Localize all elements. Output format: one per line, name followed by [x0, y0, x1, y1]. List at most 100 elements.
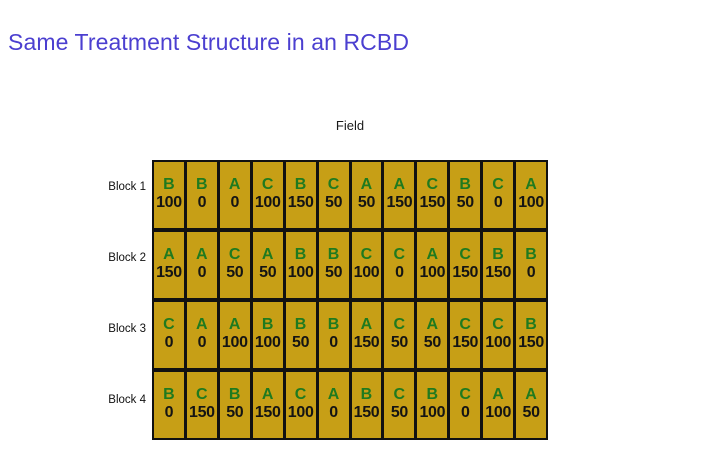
plot-treatment-label: A — [327, 386, 340, 403]
plot-dose-label: 100 — [287, 264, 314, 281]
plot-treatment-label: A — [393, 176, 406, 193]
plot-treatment-label: A — [228, 316, 241, 333]
plot-dose-label: 150 — [254, 404, 281, 421]
plot-dose-label: 150 — [386, 194, 413, 211]
plot-dose-label: 100 — [485, 334, 512, 351]
plot-treatment-label: A — [261, 386, 274, 403]
field-axis-label: Field — [335, 118, 365, 133]
plot-dose-label: 0 — [329, 334, 338, 351]
plot-treatment-label: A — [228, 176, 241, 193]
plot-treatment-label: B — [294, 176, 307, 193]
plot-treatment-label: C — [294, 386, 307, 403]
plot-treatment-label: A — [426, 316, 439, 333]
plot-treatment-label: B — [294, 316, 307, 333]
plot-treatment-label: A — [196, 246, 208, 263]
plot-treatment-label: B — [327, 246, 340, 263]
block-label-column: Block 1 Block 2 Block 3 Block 4 — [0, 0, 146, 464]
plot-treatment-label: B — [525, 316, 537, 333]
plot-treatment-label: B — [196, 176, 208, 193]
plot-dose-label: 100 — [419, 264, 446, 281]
plot-treatment-label: C — [360, 246, 373, 263]
plot-treatment-label: C — [163, 316, 175, 333]
plot-treatment-label: C — [459, 386, 472, 403]
plot-treatment-label: A — [426, 246, 439, 263]
plot-treatment-label: A — [360, 316, 373, 333]
block-label-3: Block 3 — [108, 323, 146, 335]
plot-treatment-label: A — [261, 246, 274, 263]
plot-dose-label: 0 — [230, 194, 240, 211]
page-title: Same Treatment Structure in an RCBD — [8, 29, 410, 55]
plot-dose-label: 150 — [419, 194, 446, 211]
plot-treatment-label: C — [492, 316, 505, 333]
block-label-4: Block 4 — [108, 394, 146, 406]
plot-dose-label: 150 — [287, 194, 314, 211]
plot-treatment-label: C — [492, 176, 505, 193]
plot-dose-label: 150 — [518, 334, 544, 351]
block-label-2: Block 2 — [108, 252, 146, 264]
plot-dose-label: 100 — [221, 334, 248, 351]
plot-treatment-label: B — [492, 246, 505, 263]
plot-dose-label: 50 — [390, 334, 409, 351]
plot-dose-label: 150 — [353, 334, 380, 351]
plot-dose-label: 150 — [156, 264, 182, 281]
plot-treatment-label: C — [196, 386, 208, 403]
plot-dose-label: 0 — [197, 334, 207, 351]
plot-dose-label: 150 — [353, 404, 380, 421]
plot-treatment-label: B — [294, 246, 307, 263]
plot-treatment-label: A — [492, 386, 505, 403]
plot-dose-label: 0 — [395, 264, 404, 281]
plot-dose-label: 50 — [423, 334, 442, 351]
plot-dose-label: 100 — [419, 404, 446, 421]
plot-treatment-label: B — [525, 246, 537, 263]
plot-dose-label: 50 — [522, 404, 541, 421]
plot-treatment-label: C — [393, 246, 406, 263]
plot-dose-label: 0 — [493, 194, 503, 211]
plot-dose-label: 50 — [357, 194, 376, 211]
plot-dose-label: 100 — [353, 264, 380, 281]
plot-dose-label: 0 — [164, 404, 174, 421]
plot-treatment-label: B — [163, 386, 175, 403]
plot-treatment-label: B — [360, 386, 373, 403]
plot-treatment-label: A — [196, 316, 208, 333]
plot-dose-label: 0 — [197, 264, 207, 281]
plot-treatment-label: A — [163, 246, 175, 263]
plot-dose-label: 50 — [324, 264, 343, 281]
plot-dose-label: 0 — [164, 334, 174, 351]
plot-treatment-label: B — [327, 316, 340, 333]
plot-treatment-label: B — [459, 176, 472, 193]
plot-treatment-label: C — [426, 176, 439, 193]
